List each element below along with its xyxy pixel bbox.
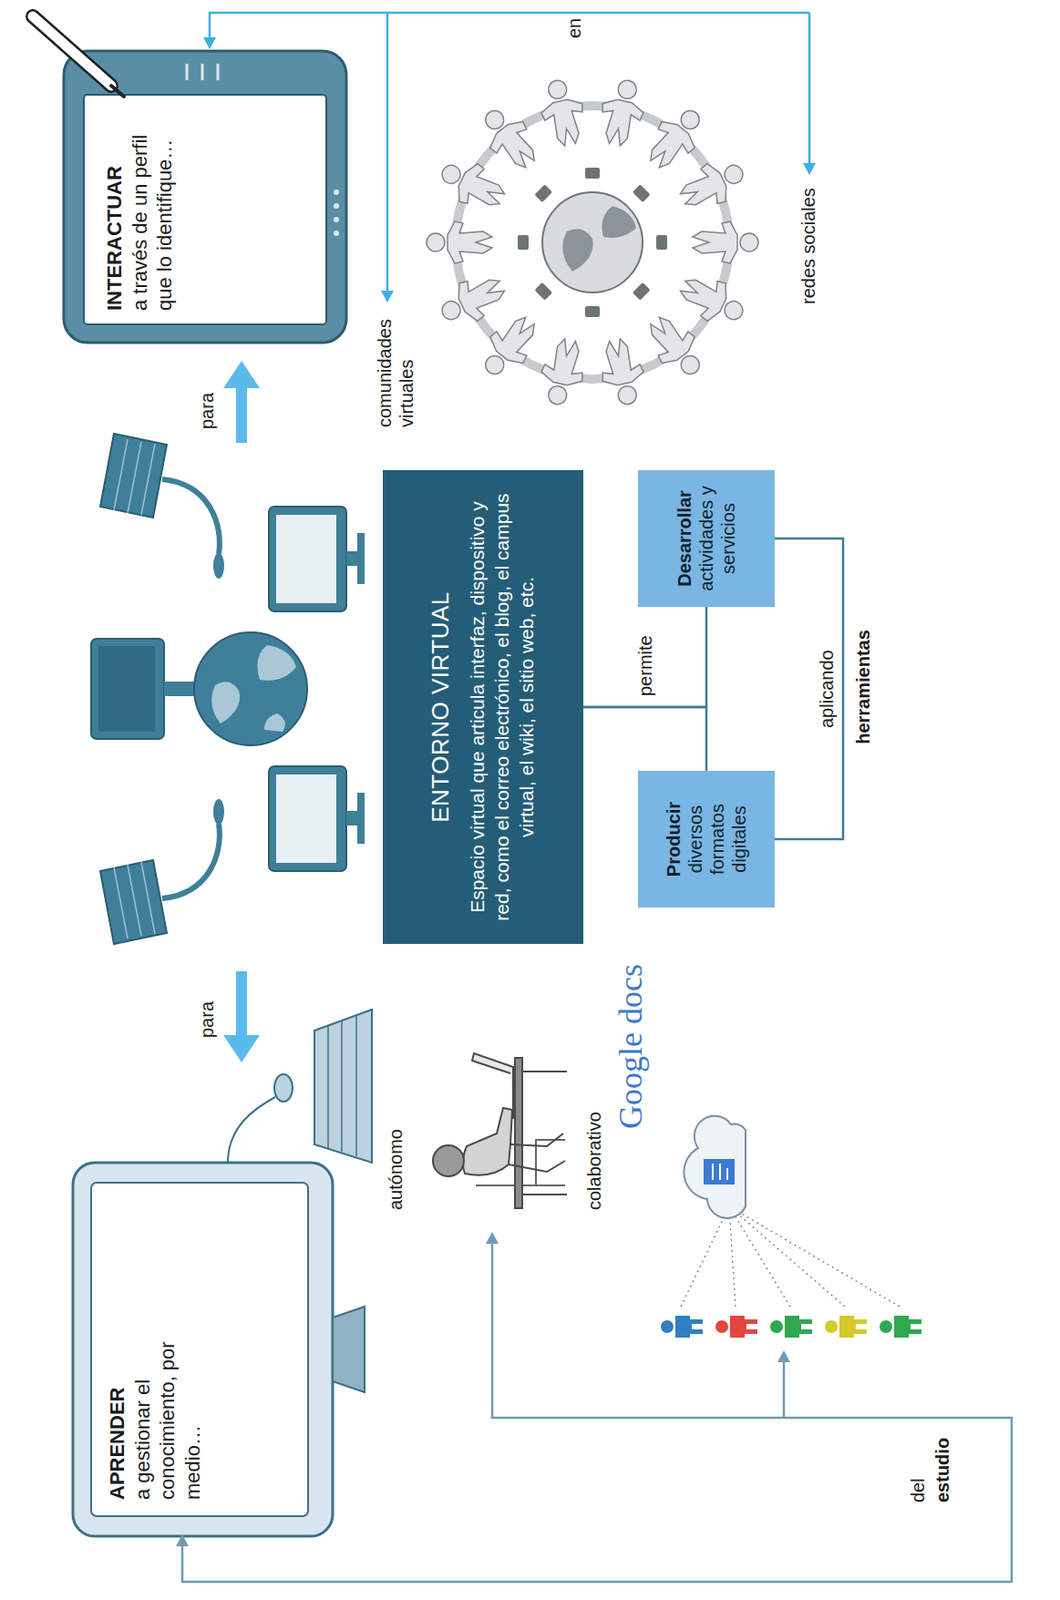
screen-text-box: INTERACTUARa través de un perfil que lo …	[102, 105, 178, 311]
connector-label: para	[195, 999, 218, 1040]
box-text: a través de un perfil que lo identifique…	[127, 105, 178, 311]
connector-label: para	[195, 391, 218, 432]
connector	[774, 538, 844, 840]
action-box: Producirdiversos formatos digitales	[638, 771, 775, 908]
virtual-community-ring	[426, 75, 759, 409]
box-text: diversos formatos digitales	[684, 778, 751, 901]
network-computers-illustration	[91, 433, 365, 945]
group-label: redes sociales	[797, 185, 820, 307]
image-label: autónomo	[384, 1127, 407, 1213]
connector-label: del	[906, 1476, 929, 1505]
box-heading: APRENDER	[104, 1272, 131, 1501]
connector	[583, 707, 707, 772]
box-heading: INTERACTUAR	[102, 105, 128, 311]
box-heading: Producir	[662, 778, 685, 901]
collaboration-icon	[660, 1116, 922, 1338]
para-arrow	[223, 360, 260, 443]
edge-label: permite	[634, 633, 657, 699]
study-bracket	[182, 1241, 1012, 1583]
box-heading: Desarrollar	[673, 477, 696, 600]
action-box: Desarrollaractividades y servicios	[638, 470, 775, 608]
arrowheads	[175, 1232, 791, 1547]
group-label: comunidades virtuales	[373, 302, 418, 430]
bold-label: estudio	[931, 1436, 954, 1505]
tablet-illustration	[63, 51, 347, 343]
box-text: Espacio virtual que articula interfaz, d…	[464, 490, 540, 925]
box-text: actividades y servicios	[695, 477, 740, 600]
para-arrow	[223, 971, 260, 1063]
connector	[583, 607, 707, 708]
box-text: a gestionar el conocimiento, por medio…	[130, 1272, 206, 1501]
concept-box: ENTORNO VIRTUAL Espacio virtual que artic…	[382, 470, 584, 945]
stylus-pen	[32, 16, 124, 97]
connector-label: en	[563, 16, 586, 41]
box-heading: ENTORNO VIRTUAL	[426, 490, 455, 925]
logo-text: Google docs	[612, 962, 649, 1132]
screen-text-box: APRENDERa gestionar el conocimiento, por…	[104, 1272, 206, 1501]
student-sketch	[432, 1053, 567, 1209]
monitor-illustration	[72, 1009, 372, 1537]
en-connector	[209, 12, 810, 294]
bold-label: herramientas	[852, 548, 875, 826]
edge-label: aplicando	[815, 648, 838, 731]
image-label: colaborativo	[583, 1110, 606, 1213]
